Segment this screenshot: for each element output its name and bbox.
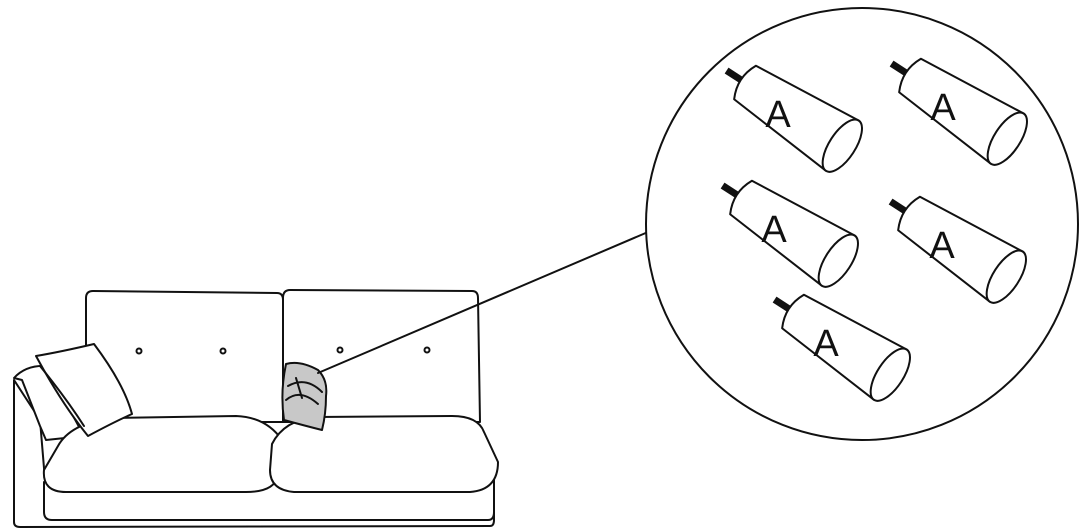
leg-end-cap <box>986 111 1028 166</box>
seat-cushion-right <box>269 415 499 493</box>
callout-line <box>317 231 649 374</box>
sofa-leg-icon <box>720 179 859 288</box>
hand-finger-line <box>287 381 323 393</box>
sofa-leg-icon <box>888 195 1027 304</box>
throw-pillow-seam <box>39 365 85 427</box>
sofa-leg-icon <box>772 293 911 402</box>
sofa-icon <box>13 289 499 528</box>
leg-end-cap <box>869 347 911 402</box>
throw-pillow <box>35 343 133 437</box>
sofa-legs-group: A A A A A <box>720 57 1028 402</box>
seat-cushion-left <box>42 415 283 493</box>
leg-part-label: A <box>813 323 839 365</box>
sofa-arm <box>13 364 85 441</box>
tufting-button <box>423 346 431 354</box>
sofa-leg-icon <box>889 57 1028 166</box>
back-cushion-right <box>282 289 481 423</box>
tufting-button <box>135 347 143 355</box>
hand-leg-hint <box>295 377 303 399</box>
leg-part-label: A <box>930 87 956 129</box>
pointing-hand-icon <box>281 361 328 431</box>
leg-part-label: A <box>765 94 791 136</box>
leg-part-label: A <box>929 225 955 267</box>
tufting-button <box>336 346 344 354</box>
tufting-button <box>219 347 227 355</box>
leg-end-cap <box>985 249 1027 304</box>
sofa-leg-icon <box>724 64 863 173</box>
leg-end-cap <box>821 118 863 173</box>
leg-part-label: A <box>761 209 787 251</box>
leg-end-cap <box>817 233 859 288</box>
